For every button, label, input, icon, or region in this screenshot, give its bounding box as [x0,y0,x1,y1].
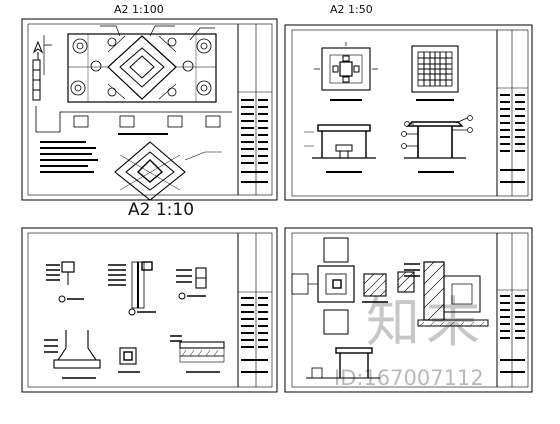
pavilion-front-elevation [304,124,376,173]
sheet-inner-border [291,29,529,197]
sheet-inner-border [27,23,273,196]
wall-section-detail [404,261,489,327]
sheet-frame [284,227,533,393]
sheet-construction-details [21,227,278,393]
detail-footing [44,330,101,379]
member-detail-hatched [362,271,415,303]
notes-text [40,141,98,173]
title-block [496,233,528,387]
sheet-scale-label: A2 1:50 [330,3,373,16]
detail-column-joint [108,261,156,316]
pavilion-top-view [314,42,378,101]
pavilion-elevation-small [306,347,380,379]
sheet-inner-border [27,232,273,388]
sheet-structure-details [284,227,533,393]
sheet-frame [21,227,278,393]
pavilion-enlarged-plan [114,141,222,201]
sheet-scale-label: A2 1:100 [114,3,164,16]
pavilion-section [401,115,473,173]
sheet-site-plan [21,18,278,201]
sheet-frame [284,24,533,201]
detail-post-section [118,347,140,373]
watermark-id: ID:167007112 [334,366,484,390]
building-outline [35,106,232,133]
sheet-scale-label: A2 1:10 [128,200,195,220]
title-block [496,30,528,196]
title-block [237,24,272,195]
garden-plan [67,33,217,103]
plan-leaders [100,25,215,41]
legend-strip [32,35,52,101]
pavilion-roof-plan [411,45,459,101]
detail-beam-connection [176,267,207,300]
title-block [237,233,272,387]
watermark-logo-text: 知末 [366,291,486,354]
detail-post-base [46,261,84,303]
north-arrow-icon [32,40,44,60]
column-plan-layout [291,237,355,335]
sheet-inner-border [291,232,529,388]
sheet-pavilion-elevations [284,24,533,201]
detail-paving-section [170,335,225,373]
